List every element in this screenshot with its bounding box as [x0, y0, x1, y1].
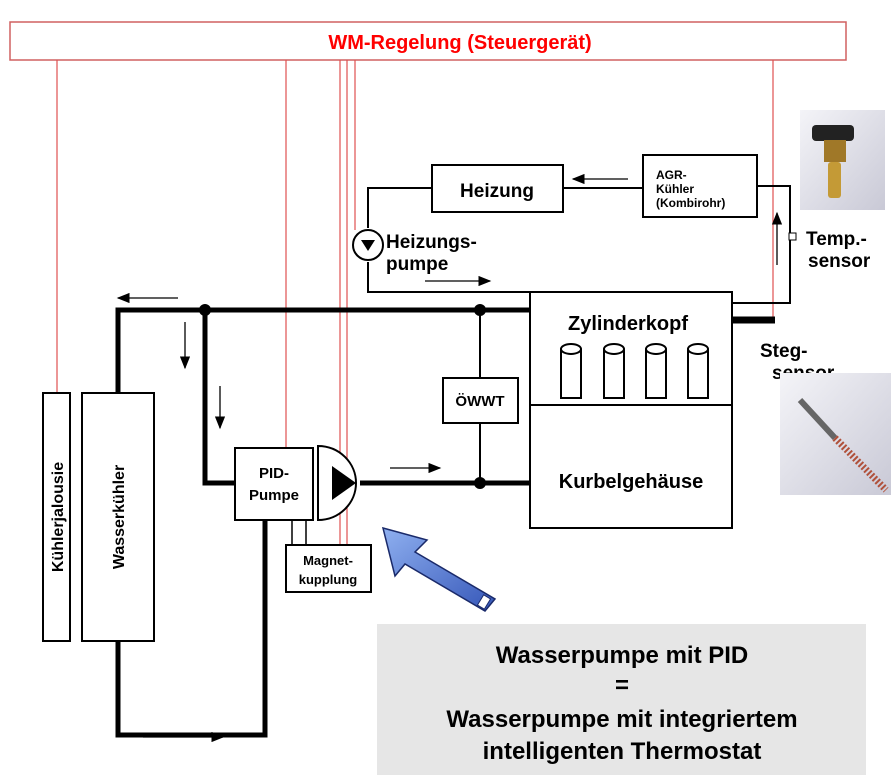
pid-pumpe-box: [235, 448, 313, 520]
pid-line1: PID-: [259, 465, 289, 482]
heizungspumpe-symbol: [353, 230, 383, 260]
callout-line3: Wasserpumpe mit integriertem: [446, 706, 797, 733]
controller-title: WM-Regelung (Steuergerät): [328, 32, 591, 54]
temp-sensor-line1: Temp.-: [806, 229, 867, 250]
kuehlerjalousie-label: Kühlerjalousie: [50, 462, 67, 572]
zylinderkopf-label: Zylinderkopf: [568, 313, 688, 335]
heizung-label: Heizung: [460, 181, 534, 202]
heizungspumpe-line1: Heizungs-: [386, 232, 477, 253]
callout-line4: intelligenten Thermostat: [483, 738, 762, 765]
pid-line2: Pumpe: [249, 487, 299, 504]
wasserkuehler-label: Wasserkühler: [111, 465, 128, 569]
magnet-line1: Magnet-: [303, 553, 353, 568]
magnet-line2: kupplung: [299, 572, 358, 587]
heizungspumpe-line2: pumpe: [386, 254, 448, 275]
steg-sensor-line1: Steg-: [760, 341, 808, 362]
temp-sensor-line2: sensor: [808, 251, 871, 272]
agr-line3: (Kombirohr): [656, 196, 725, 210]
oewwt-label: ÖWWT: [455, 393, 504, 410]
callout-line1: Wasserpumpe mit PID: [496, 642, 749, 669]
pump-symbol: [318, 446, 356, 520]
kurbelgehaeuse-label: Kurbelgehäuse: [559, 471, 703, 493]
callout-line2: =: [615, 672, 629, 699]
agr-line2: Kühler: [656, 182, 694, 196]
agr-line1: AGR-: [656, 168, 687, 182]
temp-sensor-image: [800, 110, 885, 210]
blue-pointer-arrow: [383, 528, 495, 611]
steg-sensor-image: [780, 373, 891, 495]
